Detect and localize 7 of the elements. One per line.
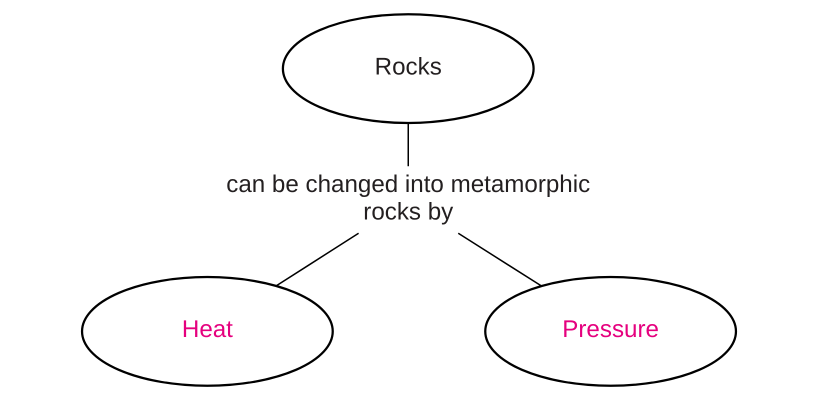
connector [408, 123, 409, 166]
node-text: can be changed into metamorphic rocks by [226, 171, 590, 226]
node-ellipse: Pressure [484, 276, 738, 387]
connector [276, 232, 359, 287]
connector [458, 232, 542, 287]
node-ellipse: Rocks [282, 13, 535, 124]
node-ellipse: Heat [80, 276, 334, 387]
